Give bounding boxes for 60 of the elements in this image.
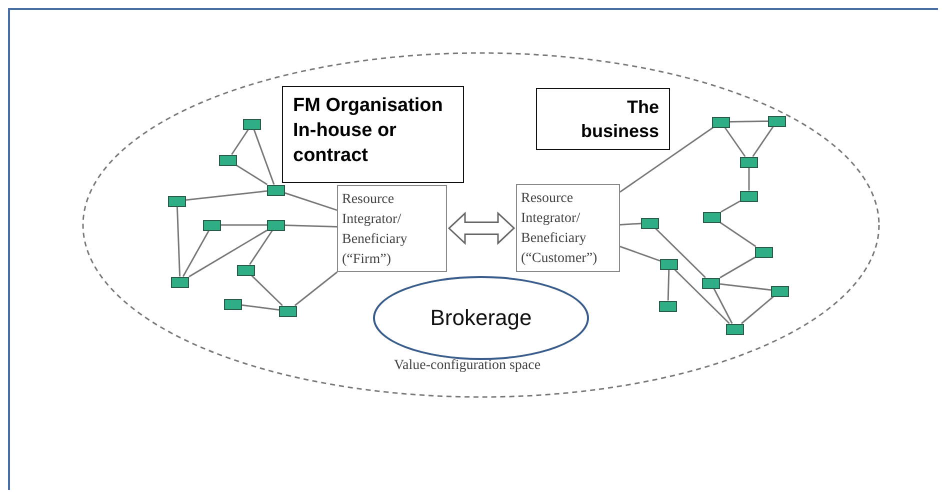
network-node: [768, 116, 786, 126]
network-node: [267, 184, 285, 196]
connector-line: [741, 296, 774, 324]
oval: Brokerage: [373, 276, 589, 360]
connector-line: [242, 304, 280, 311]
connector-line: [231, 129, 249, 155]
connector-line: [294, 271, 338, 306]
network-node: [712, 116, 730, 128]
network-node: [703, 212, 721, 222]
network-node: [755, 246, 773, 258]
connector-line: [620, 222, 642, 226]
connector-line: [620, 246, 660, 262]
network-node: [171, 276, 189, 288]
network-node: [702, 278, 720, 288]
network-node: [219, 154, 237, 166]
space-caption: Value-configuration space: [394, 358, 541, 374]
connector-line: [752, 126, 774, 157]
connector-line: [284, 224, 338, 228]
process-box: Resource Integrator/ Beneficiary (“Firm”): [337, 185, 447, 272]
connector-line: [176, 206, 181, 277]
network-node: [740, 190, 758, 202]
connector-line: [253, 129, 275, 185]
connector-line: [720, 256, 756, 278]
connector-line: [720, 283, 772, 291]
network-node: [168, 196, 186, 206]
network-node: [740, 156, 758, 168]
network-node: [659, 300, 677, 312]
network-node: [224, 298, 242, 310]
network-node: [641, 218, 659, 228]
label-box: FM Organisation In-house or contract: [282, 86, 464, 183]
connector-line: [188, 230, 268, 278]
connector-line: [620, 126, 714, 193]
connector-line: [655, 228, 706, 278]
connector-line: [720, 222, 756, 248]
connector-line: [720, 200, 740, 213]
network-node: [243, 118, 261, 130]
network-node: [279, 306, 297, 316]
connector-line: [284, 192, 338, 211]
connector-line: [182, 230, 210, 277]
connector-line: [724, 127, 746, 157]
process-box: Resource Integrator/ Beneficiary (“Customer”): [516, 184, 620, 272]
connector-line: [251, 274, 283, 306]
connector-line: [249, 230, 273, 265]
label-box: The business: [536, 88, 670, 150]
network-node: [203, 220, 221, 230]
connector-line: [667, 269, 670, 301]
network-node: [771, 286, 789, 296]
connector-line: [748, 168, 750, 190]
network-node: [660, 258, 678, 270]
double-arrow: [448, 211, 516, 246]
connector-line: [730, 120, 768, 123]
connector-line: [236, 164, 268, 186]
connector-line: [713, 288, 733, 324]
network-node: [267, 220, 285, 230]
network-node: [237, 264, 255, 276]
connector-line: [221, 224, 267, 226]
network-node: [726, 324, 744, 334]
connector-line: [674, 268, 730, 324]
dashed-ellipse: [82, 52, 880, 398]
connector-line: [186, 190, 268, 201]
